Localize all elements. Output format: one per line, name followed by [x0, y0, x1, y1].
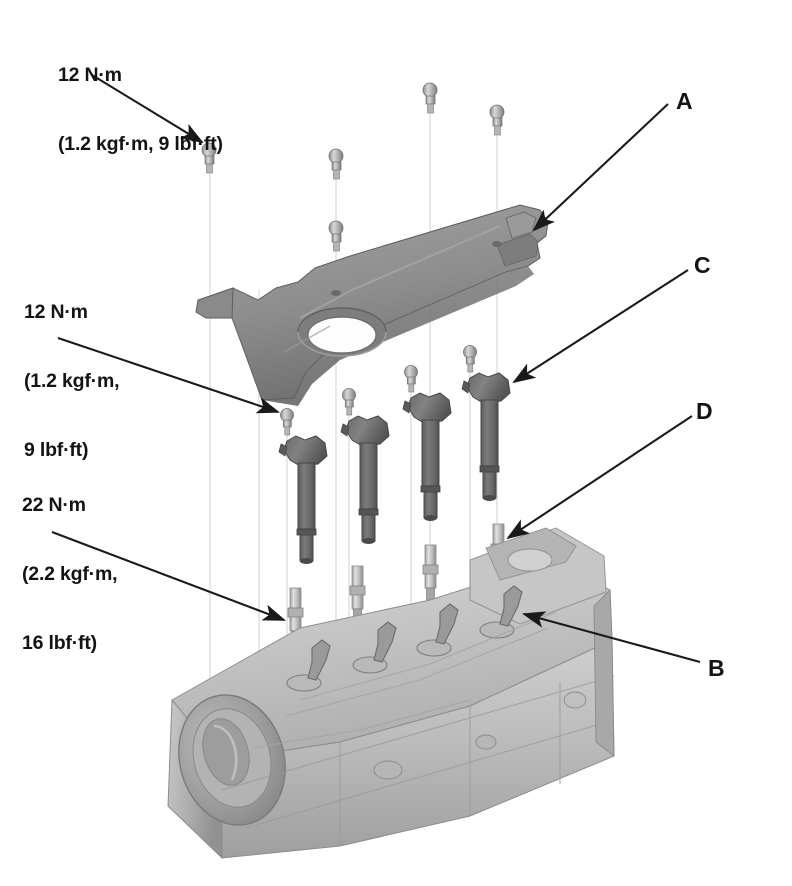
torque-label-mid-left: 12 N·m (1.2 kgf·m, 9 lbf·ft): [24, 255, 120, 508]
ignition-coil-2: [340, 388, 390, 544]
ignition-coil-4: [461, 345, 511, 501]
leader-b: [521, 611, 701, 664]
upper-bracket-bolt: [201, 142, 217, 174]
torque-top-line1: 12 N·m: [58, 64, 122, 86]
cylinder-head: [167, 527, 615, 860]
torque-mid-line2: (1.2 kgf·m,: [24, 370, 120, 392]
ignition-coil-bolt: [280, 408, 294, 436]
callout-letter-a: A: [676, 88, 693, 114]
torque-mid-line3: 9 lbf·ft): [24, 439, 89, 461]
callout-letter-c: C: [694, 252, 711, 278]
leader-lines: [51, 74, 701, 664]
leader-torque-mid: [57, 337, 280, 414]
bracket-bolts: [201, 82, 505, 252]
torque-top-line2: (1.2 kgf·m, 9 lbf·ft): [58, 133, 223, 155]
leader-a: [532, 103, 669, 232]
leader-c: [512, 269, 689, 384]
leader-torque-top: [91, 74, 204, 144]
ignition-coil-3: [402, 365, 452, 521]
callout-letter-d: D: [696, 398, 713, 424]
torque-mid-line1: 12 N·m: [24, 301, 88, 323]
part-a-bracket: [195, 204, 549, 406]
callout-letter-b: B: [708, 655, 725, 681]
cylinder-head-clip: [499, 585, 523, 627]
torque-low-line2: (2.2 kgf·m,: [22, 563, 118, 585]
leader-torque-low: [51, 531, 286, 621]
part-c-ignition-coils: [278, 345, 511, 564]
torque-label-top-left: 12 N·m (1.2 kgf·m, 9 lbf·ft): [58, 18, 223, 202]
torque-low-line3: 16 lbf·ft): [22, 632, 97, 654]
torque-low-line1: 22 N·m: [22, 494, 86, 516]
ignition-coil-1: [278, 408, 328, 564]
leader-d: [506, 415, 693, 540]
torque-label-lower-left: 22 N·m (2.2 kgf·m, 16 lbf·ft): [22, 448, 118, 701]
